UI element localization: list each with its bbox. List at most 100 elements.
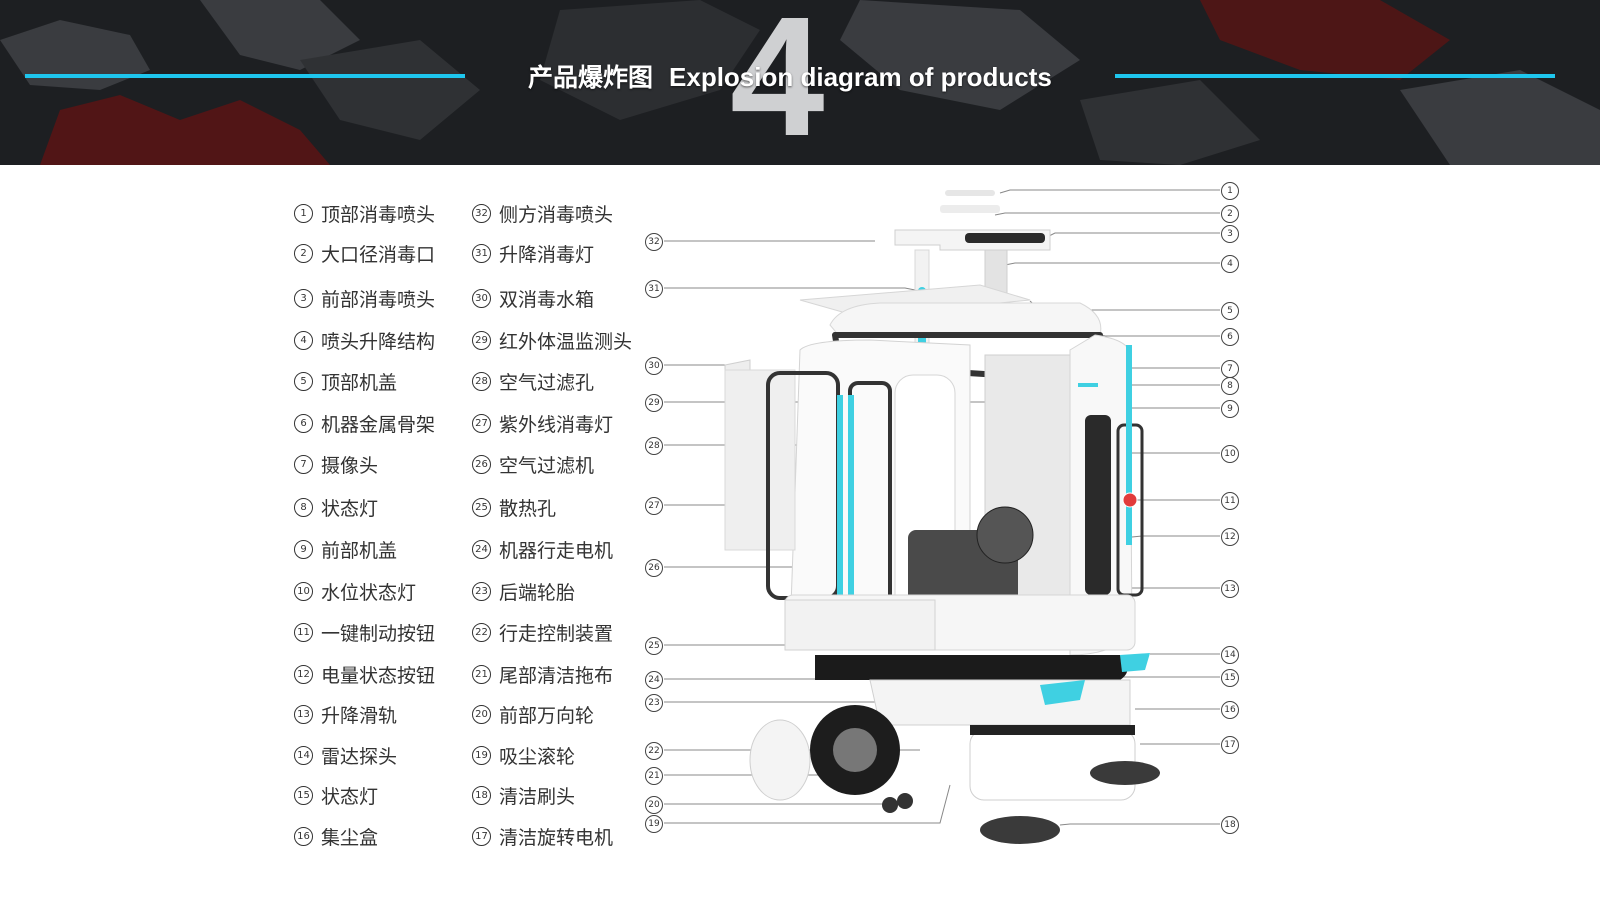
legend-label: 后端轮胎 xyxy=(499,582,576,604)
legend-item: 12 电量状态按钮 xyxy=(294,661,435,688)
callout-marker: 19 xyxy=(645,815,663,833)
emergency-button xyxy=(1122,492,1138,508)
legend-number: 2 xyxy=(294,244,313,263)
callout-marker: 10 xyxy=(1221,445,1239,463)
legend-number: 26 xyxy=(472,455,491,474)
legend-label: 前部万向轮 xyxy=(499,705,595,727)
legend-number: 14 xyxy=(294,746,313,765)
callout-marker: 6 xyxy=(1221,328,1239,346)
legend-label: 机器金属骨架 xyxy=(321,414,436,436)
chassis-ring xyxy=(815,655,1128,680)
uv-tube xyxy=(837,395,843,610)
uv-tube xyxy=(848,395,854,610)
legend-number: 4 xyxy=(294,331,313,350)
legend-number: 12 xyxy=(294,665,313,684)
callout-marker: 17 xyxy=(1221,736,1239,754)
fan-grille xyxy=(976,506,1034,564)
mop-pad xyxy=(749,719,811,801)
callout-marker: 24 xyxy=(645,671,663,689)
robot-illustration xyxy=(664,189,1220,844)
legend-label: 大口径消毒口 xyxy=(321,244,436,266)
legend-item: 5 顶部机盖 xyxy=(294,368,397,395)
legend-label: 顶部机盖 xyxy=(321,372,398,394)
legend-label: 升降消毒灯 xyxy=(499,244,595,266)
legend-number: 8 xyxy=(294,498,313,517)
callout-marker: 4 xyxy=(1221,255,1239,273)
legend-label: 机器行走电机 xyxy=(499,540,614,562)
legend-label: 双消毒水箱 xyxy=(499,289,595,311)
legend-label: 集尘盒 xyxy=(321,827,379,849)
water-level-lamp xyxy=(1126,345,1132,545)
callout-marker: 12 xyxy=(1221,528,1239,546)
leader-line xyxy=(664,784,951,824)
leader-line xyxy=(664,287,916,291)
legend-number: 23 xyxy=(472,582,491,601)
callout-marker: 21 xyxy=(645,767,663,785)
legend-item: 8 状态灯 xyxy=(294,494,378,521)
legend-number: 15 xyxy=(294,786,313,805)
callout-marker: 8 xyxy=(1221,377,1239,395)
callout-marker: 1 xyxy=(1221,182,1239,200)
callout-marker: 20 xyxy=(645,796,663,814)
status-light-strip xyxy=(1078,383,1098,387)
legend-item: 14 雷达探头 xyxy=(294,742,397,769)
legend-label: 电量状态按钮 xyxy=(321,665,436,687)
legend-label: 散热孔 xyxy=(499,498,557,520)
callout-marker: 31 xyxy=(645,280,663,298)
leader-line xyxy=(1044,232,1220,239)
callout-marker: 32 xyxy=(645,233,663,251)
legend-label: 状态灯 xyxy=(321,498,379,520)
legend-label: 一键制动按钮 xyxy=(321,623,436,645)
legend-label: 紫外线消毒灯 xyxy=(499,414,614,436)
map-continent-shape xyxy=(1080,80,1260,165)
legend-number: 28 xyxy=(472,372,491,391)
map-continent-shape xyxy=(40,95,330,165)
callout-marker: 28 xyxy=(645,437,663,455)
legend-label: 状态灯 xyxy=(321,786,379,808)
legend-number: 19 xyxy=(472,746,491,765)
legend-label: 升降滑轨 xyxy=(321,705,398,727)
callout-marker: 22 xyxy=(645,742,663,760)
legend-label: 清洁刷头 xyxy=(499,786,576,808)
top-machine-cover xyxy=(829,302,1102,338)
top-nozzle-part xyxy=(945,190,995,196)
legend-item: 2 大口径消毒口 xyxy=(294,240,435,267)
callout-marker: 9 xyxy=(1221,400,1239,418)
callout-marker: 2 xyxy=(1221,205,1239,223)
legend-number: 27 xyxy=(472,414,491,433)
vent-panel xyxy=(784,599,936,651)
cleaning-brush xyxy=(980,816,1060,844)
callout-marker: 25 xyxy=(645,637,663,655)
world-map-background xyxy=(0,0,1600,165)
legend-number: 21 xyxy=(472,665,491,684)
front-cover-panel xyxy=(1085,415,1111,595)
legend-label: 尾部清洁拖布 xyxy=(499,665,614,687)
callout-marker: 23 xyxy=(645,694,663,712)
caster-wheel xyxy=(882,797,898,813)
legend-label: 雷达探头 xyxy=(321,746,398,768)
legend-item: 25 散热孔 xyxy=(472,494,556,521)
legend-number: 5 xyxy=(294,372,313,391)
map-continent-shape xyxy=(1200,0,1450,80)
legend-number: 32 xyxy=(472,204,491,223)
callout-marker: 16 xyxy=(1221,701,1239,719)
legend-number: 22 xyxy=(472,623,491,642)
callout-marker: 13 xyxy=(1221,580,1239,598)
legend-number: 25 xyxy=(472,498,491,517)
legend-label: 摄像头 xyxy=(321,455,379,477)
callout-marker: 29 xyxy=(645,394,663,412)
top-nozzle-part xyxy=(940,205,1000,213)
legend-item: 27 紫外线消毒灯 xyxy=(472,410,613,437)
map-continent-shape xyxy=(1400,70,1600,165)
